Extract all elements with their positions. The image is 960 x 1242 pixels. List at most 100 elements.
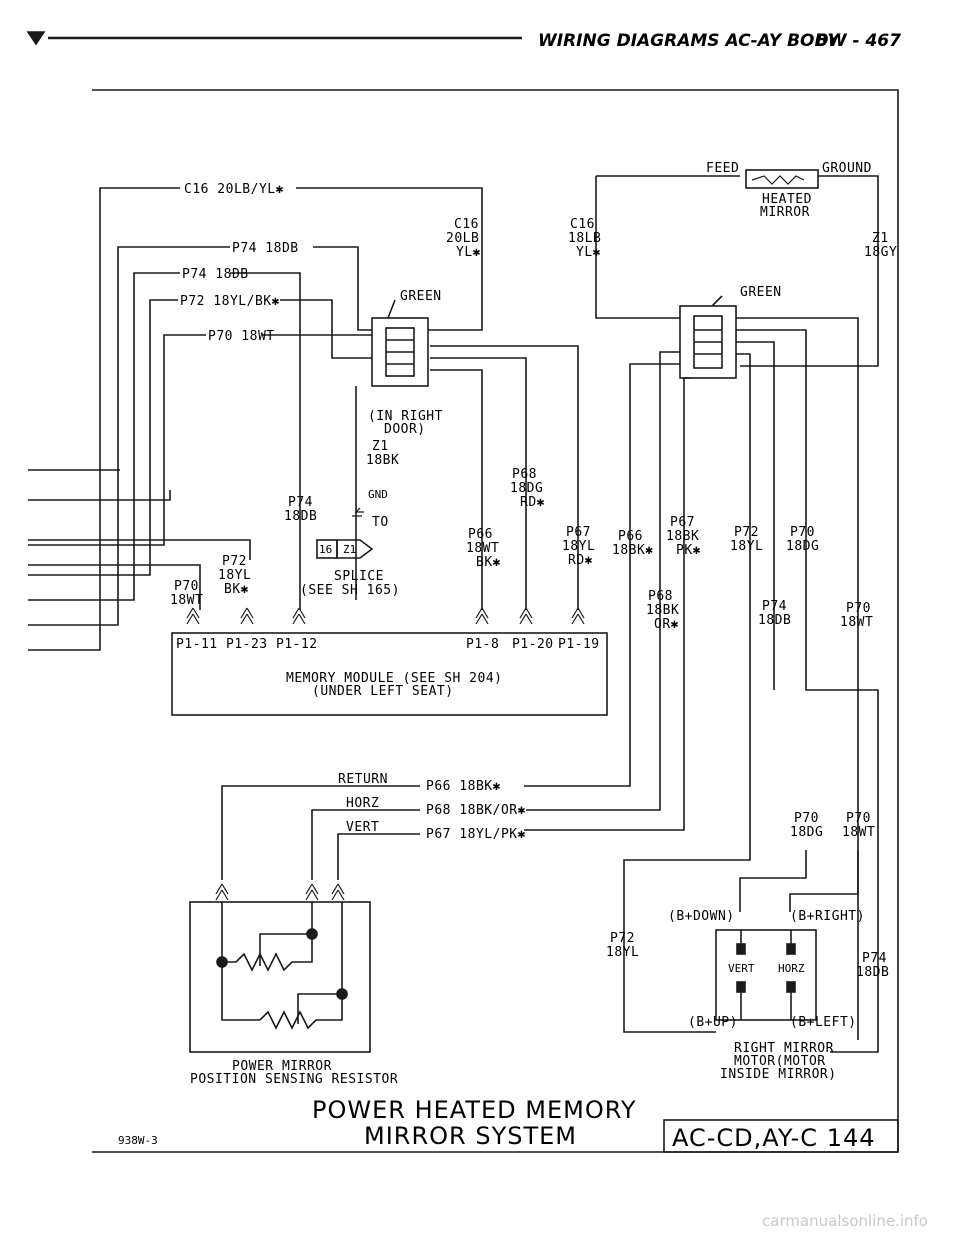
wire-label: C16 (570, 217, 595, 232)
wire-label: 18DB (758, 613, 791, 628)
motor-caption: RIGHT MIRROR (734, 1041, 834, 1056)
motor-caption: MOTOR(MOTOR (734, 1054, 826, 1069)
wire-label: 18WT (840, 615, 873, 630)
wire-label: 18WT (170, 593, 203, 608)
motor-caption: INSIDE MIRROR) (720, 1067, 837, 1082)
wire-label: Z1 (372, 439, 389, 454)
pin-label: P1-11 (176, 637, 218, 652)
memory-module-title: MEMORY MODULE (SEE SH 204) (286, 671, 503, 686)
wire-label: 18DB (284, 509, 317, 524)
figure-code: 938W-3 (118, 1134, 158, 1147)
wire-label: P74 18DB (232, 241, 299, 256)
wire-label: P70 18WT (208, 329, 275, 344)
heated-mirror-label: MIRROR (760, 205, 810, 220)
heated-mirror-element (745, 169, 819, 189)
pin-label: P1-19 (558, 637, 600, 652)
wire-label: 18DG (510, 481, 543, 496)
wire-label: P66 18BK✱ (426, 779, 501, 794)
wire-label: P74 (862, 951, 887, 966)
wire-label: 18BK (646, 603, 679, 618)
memory-module-box (171, 632, 608, 716)
splice-label: SPLICE (334, 569, 384, 584)
pin-label: P1-8 (466, 637, 499, 652)
wire-label: BK✱ (224, 582, 249, 597)
wire-label: 18BK (666, 529, 699, 544)
wire-label: 18YL (562, 539, 595, 554)
wire-label: RD✱ (520, 495, 545, 510)
splice-label: (SEE SH 165) (300, 583, 400, 598)
splice-number: 16 (319, 543, 332, 556)
b-left-label: (B+LEFT) (790, 1015, 857, 1030)
location-label: DOOR) (384, 422, 426, 437)
wire-label: P70 (846, 811, 871, 826)
wire-label: YL✱ (576, 245, 601, 260)
wire-label: P72 18YL/BK✱ (180, 294, 280, 309)
wire-label: 18DB (856, 965, 889, 980)
wire-label: P74 (762, 599, 787, 614)
sheet-box (663, 1119, 899, 1153)
wire-label: 20LB (446, 231, 479, 246)
memory-module-pins: P1-11 P1-23 P1-12 P1-8 P1-20 P1-19 (176, 637, 600, 652)
diagram-title: POWER HEATED MEMORY (312, 1096, 637, 1124)
ground-label: GROUND (822, 161, 872, 176)
wire-label: BK✱ (476, 555, 501, 570)
wire-label: P72 (610, 931, 635, 946)
b-down-label: (B+DOWN) (668, 909, 735, 924)
pin-label: P1-23 (226, 637, 268, 652)
wire-label: 18YL (606, 945, 639, 960)
wire-label: 18WT (466, 541, 499, 556)
wire-label: P67 18YL/PK✱ (426, 827, 526, 842)
wiper-dot (336, 988, 348, 1000)
wire-label: P68 (512, 467, 537, 482)
sheet-number: AC-CD,AY-C 144 (672, 1124, 876, 1152)
wire-label: C16 (454, 217, 479, 232)
ground-icon (352, 507, 364, 517)
feed-label: FEED (706, 161, 739, 176)
b-right-label: (B+RIGHT) (790, 909, 865, 924)
wire-label: 18DG (790, 825, 823, 840)
wire-label: Z1 (872, 231, 889, 246)
wire-label: P68 (648, 589, 673, 604)
wire-label: RD✱ (568, 553, 593, 568)
wire-label: P74 (288, 495, 313, 510)
wire-label: PK✱ (676, 543, 701, 558)
wire-label: 18GY (864, 245, 897, 260)
horz-label: HORZ (346, 796, 379, 811)
motor-box (715, 929, 817, 1021)
wire-label: P70 (846, 601, 871, 616)
resistor-caption: POWER MIRROR (232, 1059, 332, 1074)
wire-label: OR✱ (654, 617, 679, 632)
wire-label: P67 (566, 525, 591, 540)
header-triangle-icon (26, 31, 46, 46)
wire-label: P66 (468, 527, 493, 542)
green-label: GREEN (400, 289, 442, 304)
diagram-title: MIRROR SYSTEM (364, 1122, 577, 1150)
horz-motor-label: HORZ (778, 962, 805, 975)
splice-marker (336, 539, 374, 559)
wiper-dot (306, 928, 318, 940)
green-label: GREEN (740, 285, 782, 300)
wire-label: P70 (790, 525, 815, 540)
wire-label: 18LB (568, 231, 601, 246)
return-label: RETURN (338, 772, 388, 787)
b-up-label: (B+UP) (688, 1015, 738, 1030)
wire-label: P70 (174, 579, 199, 594)
heated-mirror-label: HEATED (762, 192, 812, 207)
horz-motor (775, 952, 807, 984)
wire-label: P70 (794, 811, 819, 826)
wire-label: 18YL (218, 568, 251, 583)
pin-label: P1-12 (276, 637, 318, 652)
header-title: WIRING DIAGRAMS AC-AY BODY (538, 31, 841, 51)
wire-label: 18WT (842, 825, 875, 840)
header-page: 8W - 467 (816, 31, 901, 51)
wire-label: 18BK (366, 453, 399, 468)
wire-label: P72 (222, 554, 247, 569)
watermark: carmanualsonline.info (762, 1212, 928, 1230)
location-label: (IN RIGHT (368, 409, 443, 424)
pin-label: P1-20 (512, 637, 554, 652)
splice-z1: Z1 (343, 543, 356, 556)
wire-label: YL✱ (456, 245, 481, 260)
wire-label: P67 (670, 515, 695, 530)
to-label: TO (372, 515, 389, 530)
resistor-caption: POSITION SENSING RESISTOR (190, 1072, 398, 1087)
